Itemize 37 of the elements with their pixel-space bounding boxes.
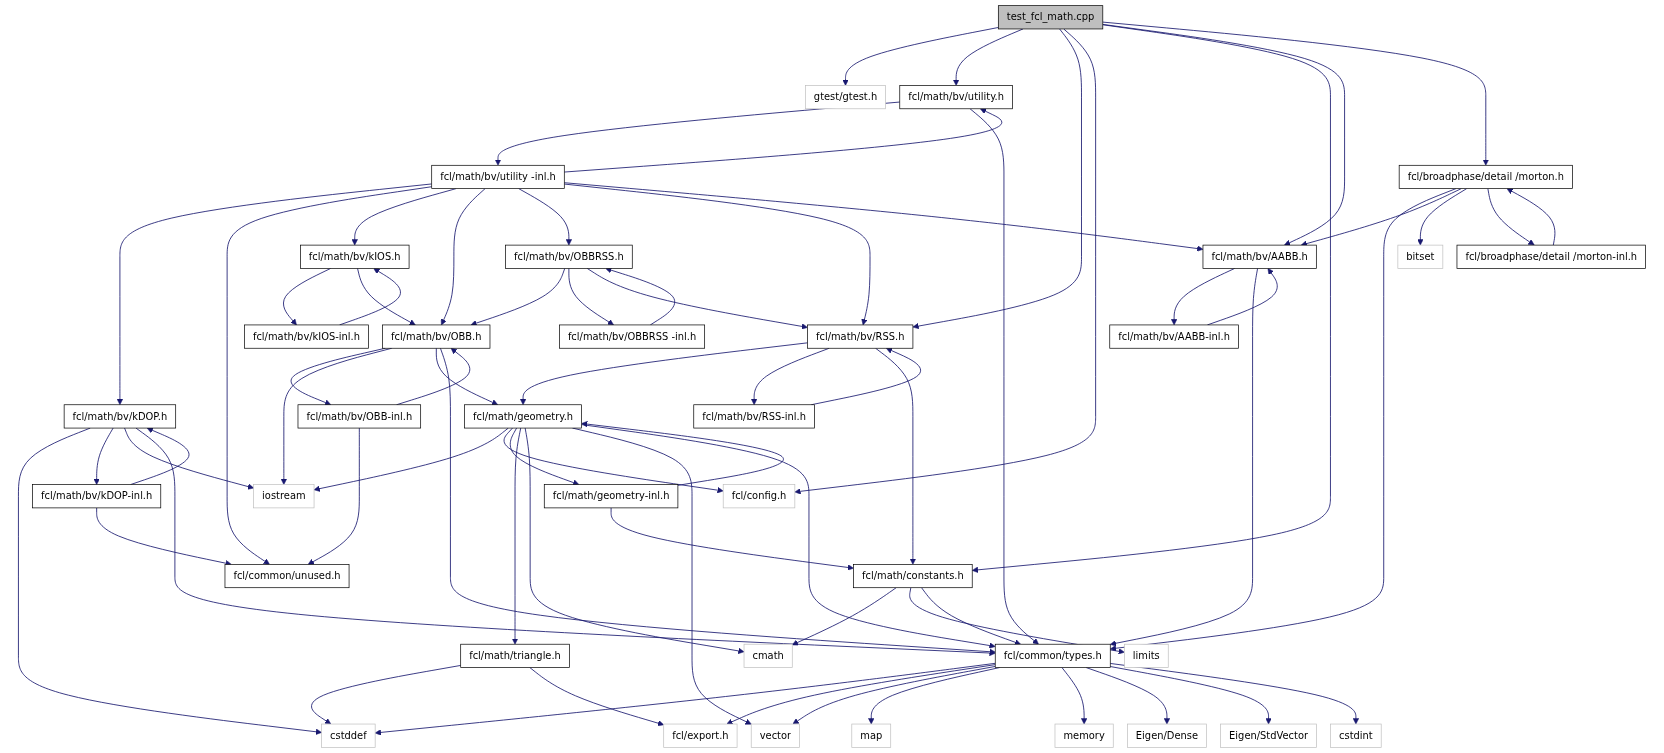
node-box: fcl/math/bv/AABB-inl.h: [1109, 324, 1239, 349]
node-box: fcl/math/bv/kIOS-inl.h: [244, 324, 369, 349]
node-box: fcl/common/types.h: [994, 643, 1111, 668]
node-box: test_fcl_math.cpp: [997, 5, 1104, 30]
node-box: cstddef: [321, 723, 376, 748]
node-box: fcl/math/bv/utility.h: [899, 85, 1013, 110]
node-box: fcl/config.h: [722, 484, 796, 509]
node-box: fcl/export.h: [663, 723, 738, 748]
node-box: fcl/math/geometry-inl.h: [543, 484, 679, 509]
node-box: fcl/math/bv/kDOP.h: [63, 404, 177, 429]
node-box: fcl/math/bv/kDOP-inl.h: [32, 484, 162, 509]
node-box: vector: [750, 723, 800, 748]
node-box: map: [851, 723, 892, 748]
node-box: fcl/broadphase/detail /morton.h: [1398, 164, 1573, 189]
node-box: cmath: [743, 643, 793, 668]
node-box: limits: [1124, 643, 1169, 668]
node-box: fcl/math/bv/OBB-inl.h: [297, 404, 422, 429]
node-box: fcl/math/bv/OBB.h: [382, 324, 491, 349]
node-box: fcl/math/bv/OBBRSS -inl.h: [559, 324, 705, 349]
node-box: cstdint: [1330, 723, 1382, 748]
node-box: fcl/broadphase/detail /morton-inl.h: [1456, 244, 1646, 269]
node-box: fcl/math/bv/RSS.h: [807, 324, 914, 349]
node-box: fcl/math/bv/OBBRSS.h: [505, 244, 633, 269]
node-box: fcl/math/bv/AABB.h: [1202, 244, 1317, 269]
node-box: fcl/math/triangle.h: [460, 643, 570, 668]
node-box: gtest/gtest.h: [805, 85, 886, 110]
node-box: bitset: [1397, 244, 1444, 269]
node-box: fcl/math/geometry.h: [464, 404, 582, 429]
node-box: fcl/common/unused.h: [224, 564, 350, 589]
node-box: fcl/math/bv/utility -inl.h: [431, 164, 565, 189]
node-box: fcl/math/bv/RSS-inl.h: [693, 404, 815, 429]
node-box: fcl/math/bv/kIOS.h: [300, 244, 410, 269]
node-box: Eigen/StdVector: [1220, 723, 1317, 748]
node-box: iostream: [253, 484, 315, 509]
node-box: Eigen/Dense: [1127, 723, 1207, 748]
node-box: fcl/math/constants.h: [853, 564, 973, 589]
node-box: memory: [1054, 723, 1114, 748]
